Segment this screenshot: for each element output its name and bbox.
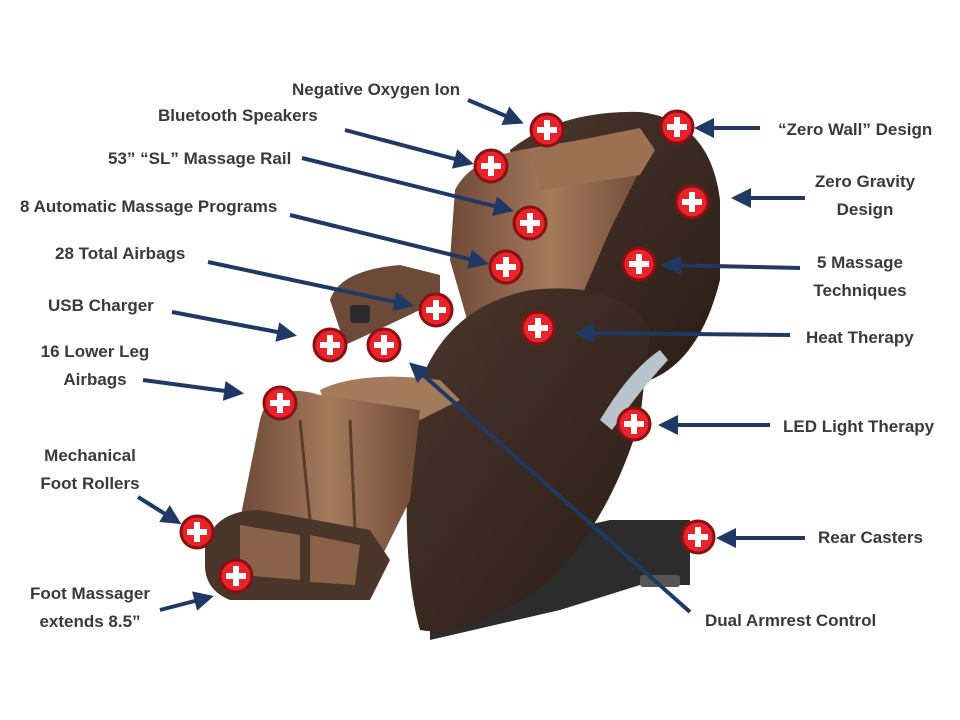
label-usb-charger: USB Charger (48, 296, 154, 315)
arrow-automatic-programs (289, 213, 489, 269)
red-cross-marker-icon[interactable] (616, 406, 652, 442)
label-rear-casters: Rear Casters (818, 528, 923, 547)
armrest-control-pad (350, 305, 370, 323)
label-lower-leg-airbags-line-2: Airbags (63, 370, 127, 389)
red-cross-marker-icon[interactable] (621, 246, 657, 282)
markers (179, 109, 716, 594)
red-cross-marker-icon[interactable] (312, 327, 348, 363)
label-automatic-programs: 8 Automatic Massage Programs (20, 197, 278, 216)
red-cross-marker-icon[interactable] (512, 205, 548, 241)
arrow-heat-therapy (574, 323, 791, 344)
red-cross-marker-icon[interactable] (418, 292, 454, 328)
red-cross-marker-icon[interactable] (488, 249, 524, 285)
arrow-total-airbags (207, 260, 414, 312)
label-foot-massager: Foot Massager extends 8.5” (20, 580, 160, 636)
red-cross-marker-icon[interactable] (366, 327, 402, 363)
label-total-airbags: 28 Total Airbags (55, 244, 186, 263)
label-zero-gravity-line-1: Zero Gravity (814, 172, 916, 191)
arrow-usb-charger (171, 310, 297, 342)
red-cross-marker-icon[interactable] (218, 558, 254, 594)
chair-side-panel (406, 288, 650, 632)
label-zero-wall: “Zero Wall” Design (778, 120, 933, 139)
arrow-dual-armrest (409, 362, 692, 614)
headrest-pillow (530, 128, 655, 190)
label-massage-techniques-line-1: 5 Massage (817, 253, 903, 272)
label-foot-rollers: Mechanical Foot Rollers (25, 442, 155, 498)
red-cross-marker-icon[interactable] (262, 385, 298, 421)
label-foot-massager-line-2: extends 8.5” (39, 612, 141, 631)
label-lower-leg-airbags-line-1: 16 Lower Leg (40, 342, 150, 361)
label-heat-therapy: Heat Therapy (806, 328, 914, 347)
red-cross-marker-icon[interactable] (473, 148, 509, 184)
arrow-bluetooth-speakers (344, 128, 474, 169)
label-massage-techniques-line-2: Techniques (813, 281, 907, 300)
label-sl-massage-rail: 53” “SL” Massage Rail (108, 149, 292, 168)
red-cross-marker-icon[interactable] (179, 514, 215, 550)
label-led-light-therapy: LED Light Therapy (783, 417, 935, 436)
label-negative-oxygen-ion: Negative Oxygen Ion (292, 80, 461, 99)
arrow-foot-rollers (136, 495, 182, 525)
red-cross-marker-icon[interactable] (520, 310, 556, 346)
arrow-massage-techniques (661, 255, 801, 276)
red-cross-marker-icon[interactable] (674, 184, 710, 220)
red-cross-marker-icon[interactable] (680, 519, 716, 555)
led-light-strip (600, 350, 668, 430)
red-cross-marker-icon[interactable] (659, 109, 695, 145)
label-foot-rollers-line-1: Mechanical (44, 446, 136, 465)
label-zero-gravity-line-2: Design (836, 200, 894, 219)
arrow-lower-leg-airbags (142, 378, 244, 401)
label-bluetooth-speakers: Bluetooth Speakers (158, 106, 318, 125)
arrow-foot-massager (159, 591, 214, 612)
label-zero-gravity: Zero Gravity Design (800, 168, 930, 224)
red-cross-marker-icon[interactable] (529, 112, 565, 148)
arrow-sl-massage-rail (301, 156, 514, 216)
foot-wells (240, 525, 360, 585)
label-massage-techniques: 5 Massage Techniques (795, 249, 925, 305)
armrest (330, 265, 440, 345)
massage-chair-illustration (205, 111, 720, 640)
leg-rest-seams (298, 419, 357, 531)
label-foot-rollers-line-2: Foot Rollers (40, 474, 140, 493)
label-lower-leg-airbags: 16 Lower Leg Airbags (30, 338, 160, 394)
arrow-icon (136, 98, 805, 614)
arrow-negative-oxygen-ion (467, 98, 524, 125)
label-foot-massager-line-1: Foot Massager (30, 584, 150, 603)
label-dual-armrest: Dual Armrest Control (705, 611, 877, 630)
